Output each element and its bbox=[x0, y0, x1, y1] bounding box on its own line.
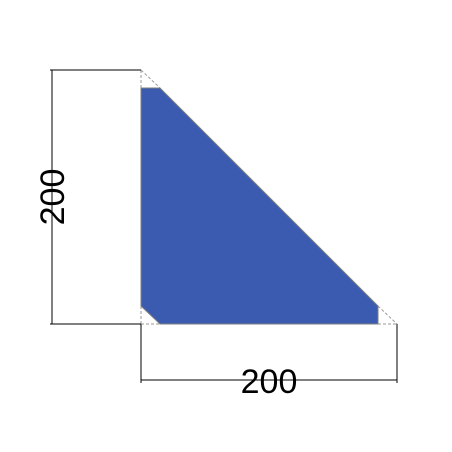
chamfer-outline-top bbox=[140, 69, 161, 89]
chamfer-outline bbox=[140, 69, 398, 325]
horizontal-dimension-label: 200 bbox=[241, 363, 298, 401]
chamfered-triangle bbox=[140, 87, 379, 325]
horizontal-dimension: 200 bbox=[140, 324, 398, 401]
vertical-dimension: 200 bbox=[34, 69, 141, 325]
vertical-dimension-label: 200 bbox=[34, 169, 72, 226]
chamfer-outline-bottom-right bbox=[377, 305, 398, 325]
